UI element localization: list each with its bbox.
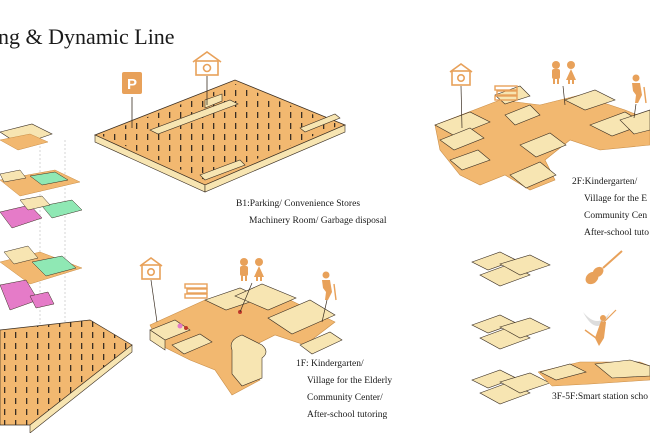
guitar-icon bbox=[585, 250, 623, 285]
books-icon bbox=[184, 283, 208, 299]
ballet-icon bbox=[583, 309, 617, 346]
level-upper bbox=[0, 169, 81, 197]
1f-caption-line-3: Community Center/ bbox=[307, 393, 383, 403]
2f-caption-line-4: After-school tuto bbox=[584, 228, 649, 238]
classroom-block-top bbox=[471, 251, 551, 287]
3f-5f-caption: 3F-5F:Smart station scho bbox=[552, 392, 649, 402]
level-low bbox=[0, 279, 55, 311]
1f-caption-line-2: Village for the Elderly bbox=[307, 376, 393, 386]
children-icon-2f bbox=[552, 61, 576, 84]
kindergarten-icon-2f bbox=[449, 63, 473, 86]
b1-caption-line-2: Machinery Room/ Garbage disposal bbox=[249, 216, 387, 226]
children-icon bbox=[240, 258, 264, 281]
level-roof bbox=[0, 123, 53, 151]
elderly-icon bbox=[322, 271, 337, 301]
2f-floor-plan bbox=[434, 85, 650, 191]
parking-icon: P bbox=[122, 72, 142, 94]
stacked-floors-axonometric bbox=[0, 123, 133, 433]
3f-5f-floor-plans bbox=[471, 251, 650, 405]
classroom-block-bottom bbox=[471, 359, 650, 405]
2f-caption-line-2: Village for the E bbox=[584, 194, 648, 204]
kindergarten-icon bbox=[139, 257, 163, 280]
2f-caption-line-1: 2F:Kindergarten/ bbox=[572, 177, 638, 187]
elderly-icon-2f bbox=[632, 74, 647, 104]
b1-caption-line-1: B1:Parking/ Convenience Stores bbox=[236, 199, 361, 209]
page-title: ng & Dynamic Line bbox=[0, 24, 175, 49]
2f-caption-line-3: Community Cen bbox=[584, 211, 648, 221]
1f-floor-plan bbox=[149, 283, 343, 396]
1f-caption-line-4: After-school tutoring bbox=[307, 410, 388, 420]
store-icon bbox=[192, 51, 222, 76]
parking-letter: P bbox=[127, 76, 137, 93]
classroom-block-middle bbox=[471, 314, 551, 350]
level-pink-green bbox=[0, 195, 83, 229]
level-mid bbox=[0, 245, 83, 285]
books-icon-2f bbox=[494, 85, 518, 101]
1f-caption-line-1: 1F: Kindergarten/ bbox=[296, 359, 364, 369]
level-basement bbox=[0, 319, 133, 433]
